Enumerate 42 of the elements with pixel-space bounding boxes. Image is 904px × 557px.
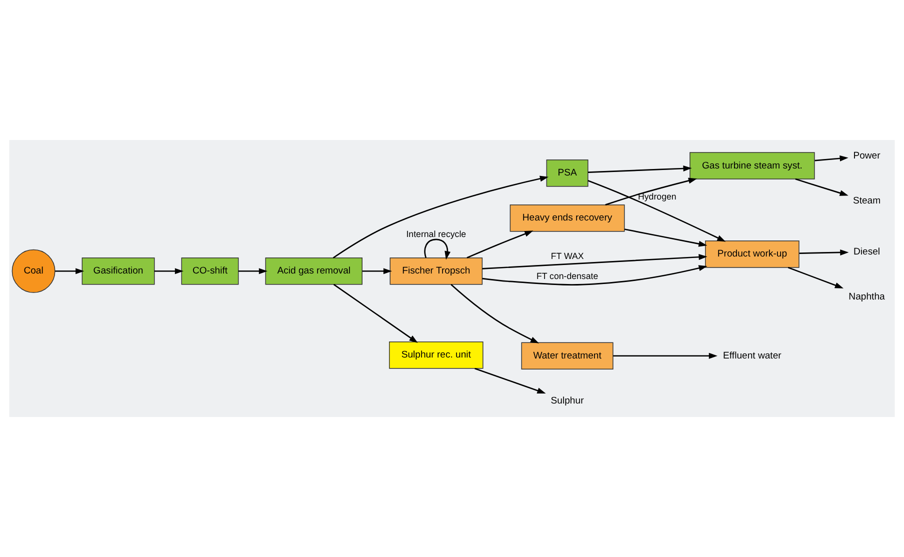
arrow [424, 238, 451, 260]
arrow [362, 268, 392, 274]
node-text: Diesel [853, 246, 880, 258]
arrow [605, 178, 698, 206]
arrow [814, 155, 848, 162]
node-box: Fischer Tropsch [390, 258, 483, 285]
node-text: Naphtha [848, 291, 885, 302]
edge-label: FT con-densate [536, 270, 598, 281]
node-box: Gasification [82, 258, 155, 285]
node-box: Gas turbine steam syst. [690, 152, 815, 180]
arrow [588, 180, 726, 242]
node-box: Product work-up [705, 240, 800, 268]
edge-label: FT WAX [550, 251, 584, 262]
arrow [154, 268, 184, 274]
arrow [799, 249, 849, 256]
edge-label: Hydrogen [638, 191, 676, 202]
node-box: Acid gas removal [265, 258, 362, 285]
node-box: Heavy ends recovery [510, 204, 625, 232]
node-box: Water treatment [521, 342, 614, 370]
arrow [482, 265, 708, 286]
arrow [482, 254, 708, 270]
arrow [238, 268, 268, 274]
arrow [588, 166, 692, 174]
node-box: PSA [546, 160, 588, 187]
arrow [466, 230, 534, 258]
arrow [474, 368, 546, 394]
node-box: Sulphur rec. unit [389, 341, 484, 369]
arrow [55, 268, 84, 274]
arrow [788, 266, 844, 288]
edge-label: Internal recycle [406, 228, 466, 239]
node-text: Steam [852, 196, 881, 207]
node-box: CO-shift [181, 258, 239, 285]
arrow [624, 228, 708, 247]
node-circle: Coal [12, 249, 56, 293]
arrow [795, 178, 848, 196]
node-text: Sulphur [550, 395, 584, 406]
arrow [613, 352, 718, 359]
node-text: Effluent water [723, 350, 782, 362]
arrow [333, 284, 418, 343]
arrow [332, 176, 549, 258]
arrow [450, 284, 540, 344]
node-text: Power [853, 150, 880, 162]
